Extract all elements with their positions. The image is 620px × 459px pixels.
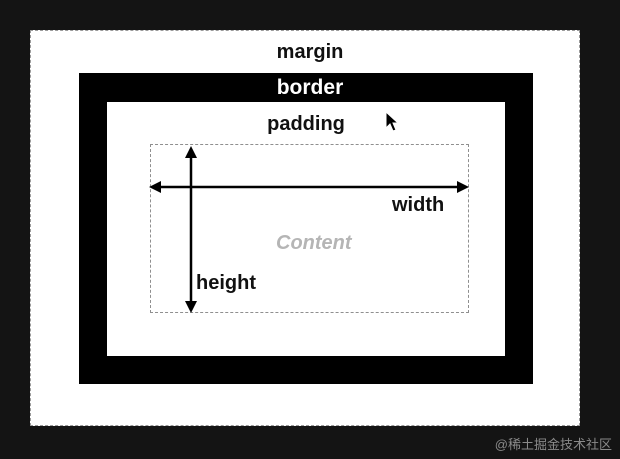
padding-label: padding: [267, 113, 345, 135]
width-label: width: [392, 194, 445, 216]
margin-label: margin: [276, 41, 344, 63]
mouse-pointer-icon: [385, 110, 400, 132]
content-area: [150, 144, 469, 313]
height-label: height: [196, 272, 256, 294]
width-arrow-icon: [149, 181, 469, 193]
watermark-text: @稀土掘金技术社区: [494, 437, 612, 452]
height-arrow-icon: [185, 146, 197, 313]
border-label: border: [276, 76, 344, 99]
content-label: Content: [276, 232, 352, 254]
